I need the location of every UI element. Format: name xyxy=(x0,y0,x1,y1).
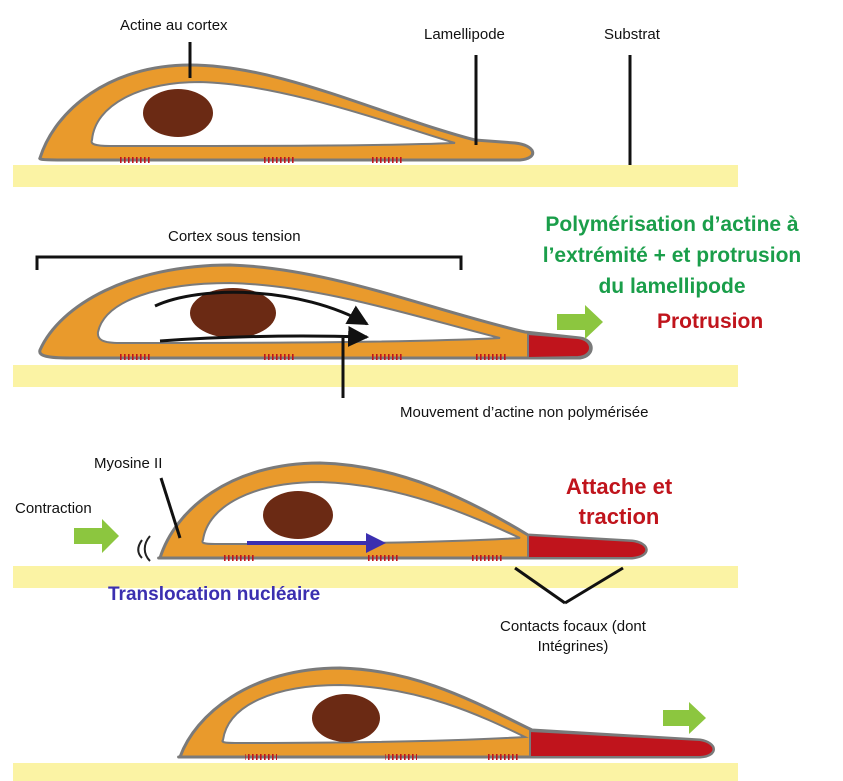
protrusion-tip xyxy=(528,334,590,358)
focal-contact xyxy=(370,354,402,360)
focal-contact xyxy=(262,157,294,163)
focal-contact xyxy=(488,754,520,760)
label-contraction: Contraction xyxy=(15,500,92,517)
attachment-region xyxy=(530,731,714,757)
label-substrat: Substrat xyxy=(604,26,660,43)
nucleus xyxy=(143,89,213,137)
nucleus xyxy=(190,288,276,338)
focal-contact xyxy=(120,157,152,163)
label-attache-line-2: traction xyxy=(549,502,689,532)
stage-1-resting-cell xyxy=(13,42,738,187)
nucleus xyxy=(312,694,380,742)
label-polymerisation-line-2: l’extrémité + et protrusion xyxy=(512,240,832,271)
label-polymerisation-line-3: du lamellipode xyxy=(512,271,832,302)
label-myosine: Myosine II xyxy=(94,455,162,472)
focal-contact xyxy=(472,555,504,561)
label-protrusion: Protrusion xyxy=(657,310,763,334)
pointer-line-myosine xyxy=(161,478,180,538)
label-cortex-tension: Cortex sous tension xyxy=(168,228,301,245)
label-attache-traction: Attache et traction xyxy=(549,472,689,532)
label-lamellipode: Lamellipode xyxy=(424,26,505,43)
label-contacts-line-2: Intégrines) xyxy=(483,637,663,657)
contraction-wave-icon xyxy=(138,540,142,558)
focal-contact xyxy=(262,354,294,360)
label-polymerisation: Polymérisation d’actine à l’extrémité + … xyxy=(512,209,832,302)
focal-contact xyxy=(385,754,417,760)
label-contacts-line-1: Contacts focaux (dont xyxy=(483,617,663,637)
label-attache-line-1: Attache et xyxy=(549,472,689,502)
label-polymerisation-line-1: Polymérisation d’actine à xyxy=(512,209,832,240)
label-translocation: Translocation nucléaire xyxy=(108,584,320,606)
attachment-region xyxy=(528,535,646,558)
focal-contact xyxy=(370,157,402,163)
label-contacts-focaux: Contacts focaux (dont Intégrines) xyxy=(483,617,663,657)
green-arrow xyxy=(557,305,603,339)
focal-contact xyxy=(245,754,277,760)
substrate-bar xyxy=(13,763,738,781)
stage-4-new-position xyxy=(13,668,738,781)
substrate-bar xyxy=(13,365,738,387)
label-mouvement-actine: Mouvement d’actine non polymérisée xyxy=(400,404,648,421)
focal-contact xyxy=(223,555,255,561)
focal-contact xyxy=(120,354,152,360)
green-arrow xyxy=(663,702,706,734)
substrate-bar xyxy=(13,165,738,187)
green-arrow xyxy=(74,519,119,553)
nucleus xyxy=(263,491,333,539)
contraction-wave-icon xyxy=(145,536,150,561)
focal-contact xyxy=(366,555,398,561)
focal-contact xyxy=(474,354,506,360)
label-actine-cortex: Actine au cortex xyxy=(120,17,228,34)
